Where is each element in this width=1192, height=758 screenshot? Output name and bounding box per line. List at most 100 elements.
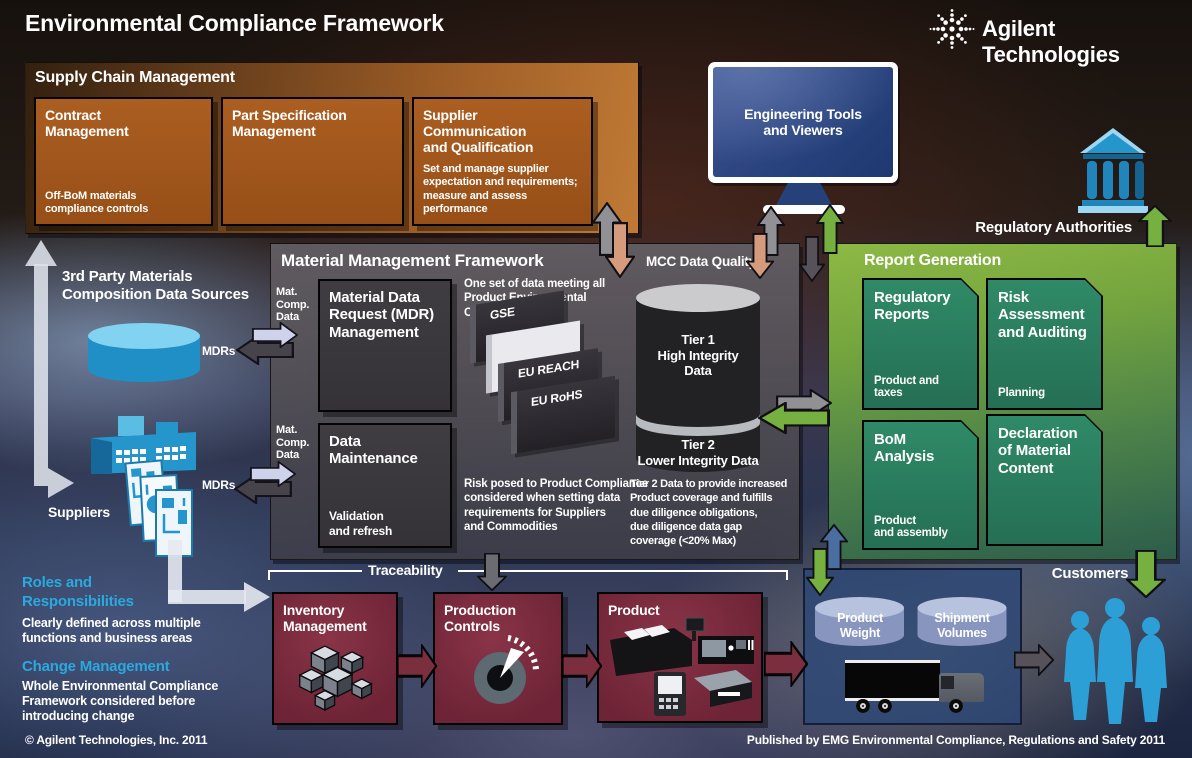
arrow-left-icon [758,402,830,434]
box-title: BoM Analysis [874,431,935,466]
bank-icon [1078,128,1148,213]
tier1-label: Tier 1 High Integrity Data [657,332,739,379]
monitor-screen: Engineering Tools and Viewers [713,67,893,177]
arrow-shaft [34,264,48,486]
risk-note: Risk posed to Product Compliance conside… [464,478,649,534]
box-title: Part Specification Management [232,107,347,140]
arrow-right-icon [764,641,808,687]
arrow-right-icon [244,582,270,612]
traceability-tick [268,570,270,580]
supplier-communication-box: Supplier Communication and Qualification… [412,97,593,226]
risk-assessment-box: Risk Assessment and Auditing Planning [986,278,1103,410]
box-title: Production Controls [444,602,516,635]
box-title: Risk Assessment and Auditing [998,289,1087,341]
box-title: Product [608,602,660,618]
box-title: Inventory Management [283,602,367,635]
truck-window [941,676,954,689]
monitor-icon: Engineering Tools and Viewers [708,62,898,183]
tier2-label: Tier 2 Lower Integrity Data [637,437,759,468]
agilent-starburst-icon [929,9,975,49]
factory-icon [91,416,196,474]
arrow-right-icon [48,468,74,498]
box-note: Validation and refresh [329,509,393,538]
contract-management-box: Contract Management Off-BoM materials co… [34,97,213,226]
box-title: Supplier Communication and Qualification [423,107,534,156]
roles-title: Roles and Responsibilities [22,574,134,610]
product-weight-label: Product Weight [837,611,883,640]
mat-comp-data-top: Mat. Comp. Data [276,286,310,324]
box-title: Regulatory Reports [874,289,951,324]
mdrs-label-top: MDRs [202,344,236,358]
part-specification-box: Part Specification Management [221,97,404,226]
traceability-line [268,570,362,572]
arrow-up-icon [816,204,844,254]
arrow-shaft [168,590,246,604]
truck-trailer [845,660,940,701]
truck-wheel [856,699,870,713]
mmf-header: Material Management Framework [281,251,544,270]
arrow-shaft [168,540,182,602]
mdrs-label-bottom: MDRs [202,478,236,492]
box-note: Product and assembly [874,515,948,539]
circuit-cards-icon [124,459,193,557]
publisher-text: Published by EMG Environmental Complianc… [746,733,1165,747]
arrow-right-icon [397,644,437,688]
database-cylinder-icon [88,323,200,382]
box-title: Material Data Request (MDR) Management [329,289,434,341]
arrow-down-icon [477,553,507,591]
traceability-line [458,570,788,572]
arrow-right-icon [1014,644,1054,676]
mcc-data-quality-label: MCC Data Quality [645,254,757,269]
change-body: Whole Environmental Compliance Framework… [22,678,219,723]
box-title: Contract Management [45,107,129,140]
data-maintenance-box: Data Maintenance Validation and refresh [318,423,452,548]
third-party-sources-label: 3rd Party Materials Composition Data Sou… [62,268,249,303]
engineering-tools-label: Engineering Tools and Viewers [744,106,862,138]
mdr-management-box: Material Data Request (MDR) Management [318,279,452,412]
data-cylinder-icon [815,597,904,646]
arrow-right-icon [250,461,296,487]
regulatory-reports-box: Regulatory Reports Product and taxes [862,278,979,410]
arrow-down-icon [746,233,774,279]
box-note: Product and taxes [874,375,939,399]
truck-wheel [949,699,963,713]
arrow-up-icon [1138,205,1172,247]
arrow-down-icon [605,222,635,278]
arrow-up-icon [25,240,57,266]
arrow-right-icon [562,644,602,688]
box-note: Planning [998,387,1045,399]
supply-chain-panel: Supply Chain Management Contract Managem… [25,62,639,234]
box-title: Data Maintenance [329,433,418,468]
left-notes: Roles and Responsibilities Clearly defin… [22,574,262,724]
copyright-text: © Agilent Technologies, Inc. 2011 [25,733,208,747]
monitor-base [763,205,845,214]
declaration-box: Declaration of Material Content [986,414,1103,546]
supply-chain-header: Supply Chain Management [35,69,235,86]
regulatory-authorities-label: Regulatory Authorities [975,219,1132,236]
traceability-tick [786,570,788,580]
arrow-down-icon [799,236,825,282]
arrow-up-icon [820,524,848,570]
report-generation-header: Report Generation [864,252,1002,269]
page-title: Environmental Compliance Framework [25,10,444,36]
box-note: Set and manage supplier expectation and … [423,163,578,215]
mcc-cylinder-icon [636,284,760,472]
roles-body: Clearly defined across multiple function… [22,615,201,645]
change-title: Change Management [22,657,170,675]
tier2-note: Tier 2 Data to provide increased Product… [630,478,788,548]
brand-name: Agilent Technologies [982,16,1120,67]
arrow-down-icon [806,548,834,596]
arrow-right-icon [252,322,298,348]
arrow-down-icon [1126,550,1166,598]
shipment-volumes-label: Shipment Volumes [934,611,990,640]
mat-comp-data-bottom: Mat. Comp. Data [276,424,310,462]
truck-wheel [878,699,892,713]
box-title: Declaration of Material Content [998,425,1078,477]
data-cylinder-icon [917,597,1007,646]
customers-label: Customers [1051,565,1129,582]
traceability-label: Traceability [368,562,443,578]
instruments-icon [610,617,754,716]
bom-analysis-box: BoM Analysis Product and assembly [862,420,979,550]
logistics-panel [803,568,1022,725]
